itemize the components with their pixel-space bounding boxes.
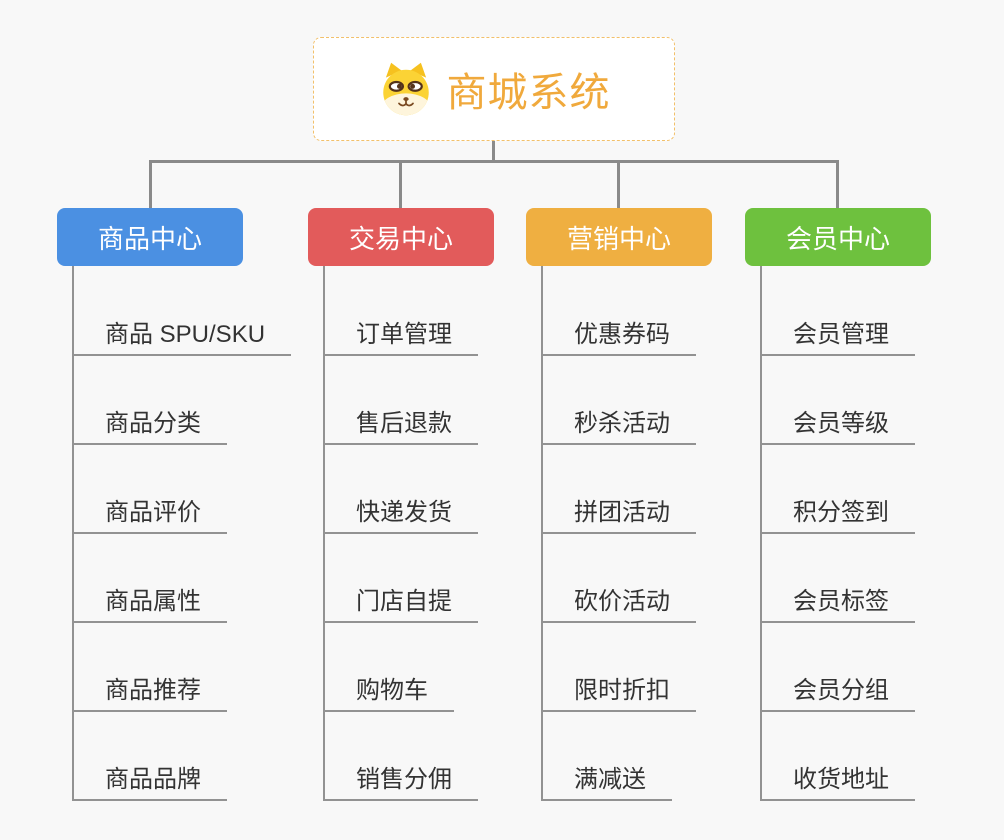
branch-node-product[interactable]: 商品中心	[57, 208, 243, 266]
leaf-node[interactable]: 会员分组	[761, 668, 915, 712]
trunk-line	[149, 160, 839, 163]
leaf-node[interactable]: 商品推荐	[73, 668, 227, 712]
leaf-node[interactable]: 优惠券码	[542, 312, 696, 356]
branch-drop-line	[836, 160, 839, 208]
leaf-node[interactable]: 商品评价	[73, 490, 227, 534]
leaf-node[interactable]: 秒杀活动	[542, 401, 696, 445]
branch-drop-line	[617, 160, 620, 208]
leaf-node[interactable]: 购物车	[324, 668, 454, 712]
leaf-node[interactable]: 商品 SPU/SKU	[73, 312, 292, 356]
leaf-node[interactable]: 订单管理	[324, 312, 478, 356]
branch-node-marketing[interactable]: 营销中心	[526, 208, 712, 266]
leaf-node[interactable]: 限时折扣	[542, 668, 696, 712]
root-title: 商城系统	[446, 71, 611, 115]
root-node[interactable]: 商城系统	[313, 37, 675, 141]
leaf-node[interactable]: 售后退款	[324, 401, 478, 445]
leaf-node[interactable]: 商品品牌	[73, 757, 227, 801]
leaf-node[interactable]: 拼团活动	[542, 490, 696, 534]
leaf-node[interactable]: 销售分佣	[324, 757, 478, 801]
shiba-dog-icon	[378, 61, 434, 117]
leaf-node[interactable]: 商品属性	[73, 579, 227, 623]
leaf-node[interactable]: 会员等级	[761, 401, 915, 445]
leaf-node[interactable]: 快递发货	[324, 490, 478, 534]
leaf-node[interactable]: 商品分类	[73, 401, 227, 445]
leaf-node[interactable]: 满减送	[542, 757, 672, 801]
branch-node-trade[interactable]: 交易中心	[308, 208, 494, 266]
root-stem-line	[492, 141, 495, 160]
leaf-node[interactable]: 收货地址	[761, 757, 915, 801]
leaf-node[interactable]: 砍价活动	[542, 579, 696, 623]
branch-drop-line	[399, 160, 402, 208]
leaf-node[interactable]: 门店自提	[324, 579, 478, 623]
leaf-node[interactable]: 会员标签	[761, 579, 915, 623]
leaf-node[interactable]: 积分签到	[761, 490, 915, 534]
leaf-node[interactable]: 会员管理	[761, 312, 915, 356]
branch-drop-line	[149, 160, 152, 208]
branch-node-member[interactable]: 会员中心	[745, 208, 931, 266]
